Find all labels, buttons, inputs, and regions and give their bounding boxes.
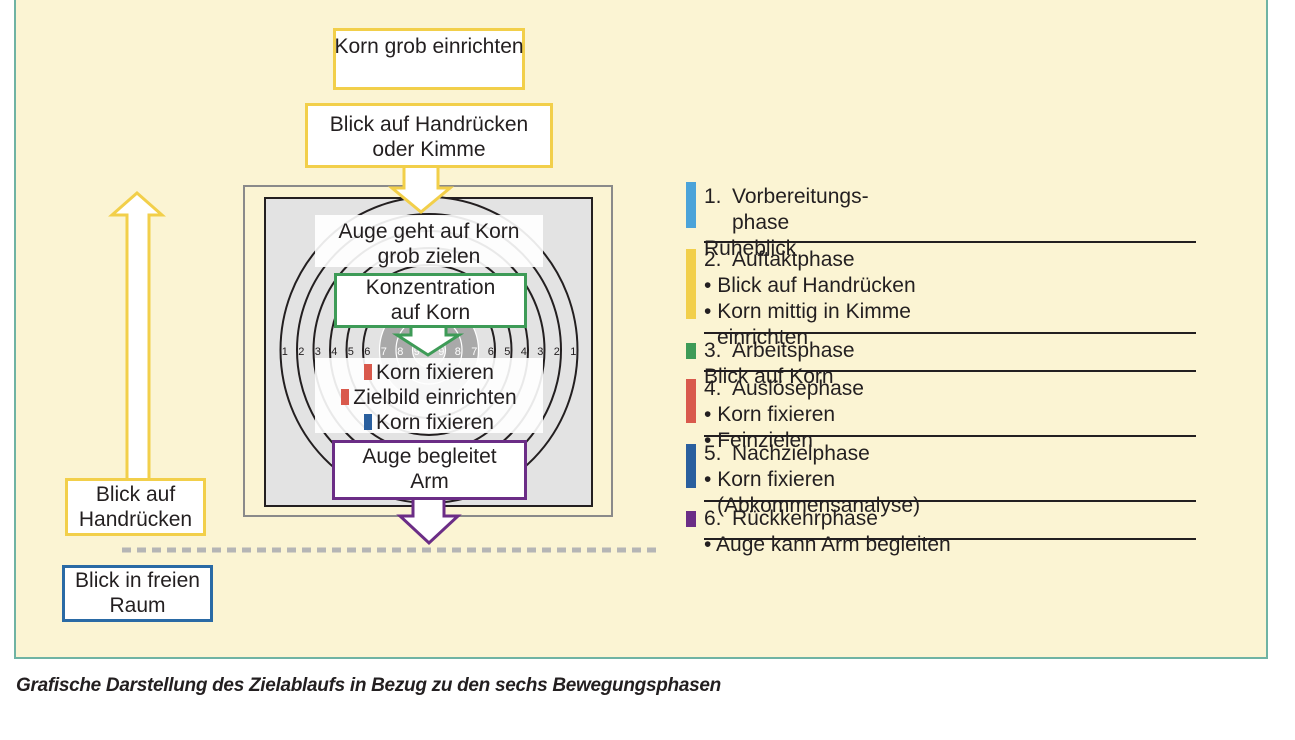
phase1-swatch [686, 182, 696, 228]
ring-number: 2 [554, 346, 560, 358]
fix-row-1: Korn fixieren [315, 360, 543, 385]
legend-row-1: 1. Vorbereitungs-phase Ruheblick [686, 180, 1196, 260]
blue-marker-icon [364, 414, 373, 430]
phase3-item: Blick auf Korn [704, 365, 834, 388]
phase4-item-2: • Feinzielen [704, 429, 813, 452]
down-arrow-purple-icon [396, 498, 462, 546]
ring-number: 3 [315, 346, 321, 358]
legend-row-3: 3. Arbeitsphase Blick auf Korn [686, 334, 1196, 388]
box-auge-begleitet-l1: Auge begleitet [362, 445, 497, 468]
ring-number: 9 [438, 346, 444, 358]
ring-number: 4 [331, 346, 337, 358]
box-korn-grob-text: Korn grob einrichten [334, 35, 524, 58]
ring-number: 1 [282, 346, 288, 358]
phase6-name: Rückkehrphase [732, 507, 878, 530]
phase5-swatch [686, 444, 696, 488]
legend-row-2: 2. Auftaktphase • Blick auf Handrücken •… [686, 243, 1196, 349]
box-blick-line2: oder Kimme [372, 138, 486, 161]
fix-row-2: Zielbild einrichten [315, 385, 543, 410]
ring-number: 6 [364, 346, 370, 358]
phase3-swatch [686, 343, 696, 359]
down-arrow-green-icon [391, 326, 465, 357]
box-raum-l2: Raum [109, 594, 166, 617]
ring-number: 9 [414, 346, 420, 358]
ring-number: 4 [521, 346, 527, 358]
box-konzentration [334, 273, 527, 328]
phase4-item-1: • Korn fixieren [704, 403, 836, 426]
legend-row-4: 4. Auslösephase • Korn fixieren • Feinzi… [686, 372, 1196, 452]
phase2-name: Auftaktphase [732, 248, 855, 271]
box-left-l1: Blick auf [95, 483, 176, 506]
ring-number: 2 [298, 346, 304, 358]
ring-number: 6 [488, 346, 494, 358]
figure-caption: Grafische Darstellung des Zielablaufs in… [16, 675, 721, 696]
box-raum-l1: Blick in freien [75, 569, 200, 592]
box-konzentration-l1: Konzentration [365, 276, 496, 299]
box-korn-grob [333, 28, 525, 90]
label-auge-geht-l1: Auge geht auf Korn [338, 220, 520, 243]
phase1-item: Ruheblick [704, 237, 797, 260]
ring-number: 3 [537, 346, 543, 358]
ring-number: 5 [504, 346, 510, 358]
phase4-name: Auslösephase [732, 377, 864, 400]
ring-number: 7 [471, 346, 477, 358]
down-arrow-yellow-icon [387, 165, 455, 214]
ring-number: 1 [570, 346, 576, 358]
legend-row-6: 6. Rückkehrphase • Auge kann Arm begleit… [686, 502, 1196, 556]
red-marker-icon [364, 364, 373, 380]
phase2-item-1: • Blick auf Handrücken [704, 274, 916, 297]
box-konzentration-l2: auf Korn [390, 301, 471, 324]
up-arrow-icon [108, 191, 166, 480]
phase5-item-1: • Korn fixieren (Abkommensanalyse) [704, 468, 921, 517]
ring-number: 5 [348, 346, 354, 358]
ring-number: 8 [397, 346, 403, 358]
phase-legend: 1. Vorbereitungs-phase Ruheblick 2. Auft… [686, 180, 1196, 556]
phase6-item-1: • Auge kann Arm begleiten [704, 533, 951, 556]
phase6-swatch [686, 511, 696, 527]
phase5-name: Nachzielphase [732, 442, 870, 465]
red-marker-icon [341, 389, 350, 405]
ring-number: 7 [381, 346, 387, 358]
box-auge-begleitet [332, 440, 527, 500]
phase4-swatch [686, 379, 696, 423]
legend-row-5: 5. Nachzielphase • Korn fixieren (Abkomm… [686, 437, 1196, 517]
phase2-item-2: • Korn mittig in Kimme einrichten [704, 300, 911, 349]
label-bg-fixieren [315, 358, 543, 433]
phase1-name-l1: Vorbereitungs- [732, 185, 869, 208]
box-auge-begleitet-l2: Arm [410, 470, 449, 493]
phase1-name-l2: phase [732, 211, 790, 234]
fix-row-3: Korn fixieren [315, 410, 543, 435]
box-left-l2: Handrücken [78, 508, 193, 531]
label-auge-geht-l2: grob zielen [377, 245, 481, 268]
phase2-swatch [686, 249, 696, 319]
box-blick-line1: Blick auf Handrücken [329, 113, 529, 136]
phase3-name: Arbeitsphase [732, 339, 855, 362]
label-bg-auge-geht [315, 215, 543, 267]
ring-number: 8 [455, 346, 461, 358]
box-blick-auf-handruecken [65, 478, 206, 536]
box-blick-in-freien-raum [62, 565, 213, 622]
box-blick-handruecken-kimme [305, 103, 553, 168]
